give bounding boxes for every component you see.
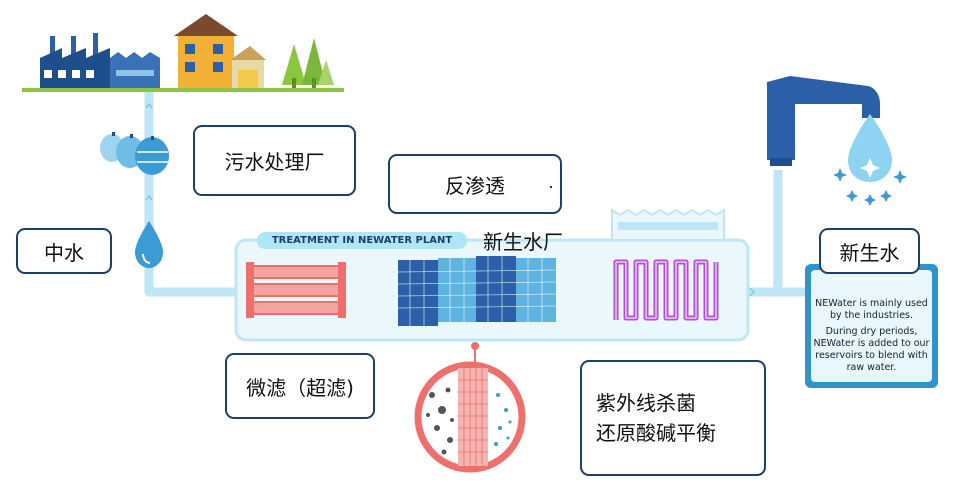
water-tanks-icon — [100, 132, 169, 175]
microfiltration-text: 微滤（超滤) — [246, 375, 354, 400]
faucet-icon — [767, 76, 880, 166]
tree-icons — [282, 38, 334, 88]
newater-label: 新生水 — [819, 228, 920, 274]
info-paragraph-1: NEWater is mainly used by the industries… — [815, 298, 928, 321]
info-paragraph-2: During dry periods, NEWater is added to … — [813, 326, 930, 373]
newater-text: 新生水 — [839, 240, 900, 265]
reclaimed-water-text: 中水 — [44, 240, 84, 265]
water-drop-icon — [135, 221, 163, 268]
newater-info-card: NEWater is mainly used by the industries… — [805, 264, 938, 388]
newater-plant-title: 新生水厂 — [483, 230, 563, 254]
uv-coil-icon — [613, 259, 719, 321]
uv-disinfection-text: 紫外线杀菌 — [596, 391, 696, 415]
newater-info-body: NEWater is mainly used by the industries… — [811, 270, 932, 382]
reverse-osmosis-text: 反渗透 — [445, 173, 505, 198]
microfiltration-label: 微滤（超滤) — [225, 353, 375, 419]
factory-icon — [40, 33, 160, 88]
reverse-osmosis-label: 反渗透 — [388, 154, 562, 214]
ph-balance-text: 还原酸碱平衡 — [596, 421, 716, 445]
ground-line — [22, 88, 344, 92]
filtration-closeup-icon — [414, 342, 526, 473]
uv-disinfection-label: 紫外线杀菌 还原酸碱平衡 — [580, 360, 766, 476]
reclaimed-water-label: 中水 — [16, 228, 112, 274]
treatment-banner: TREATMENT IN NEWATER PLANT — [257, 232, 467, 249]
sewage-plant-label: 污水处理厂 — [193, 125, 356, 196]
microfilter-icon — [246, 262, 346, 318]
plant-factory-icon — [611, 208, 725, 241]
stray-dot — [550, 186, 552, 188]
sewage-plant-text: 污水处理厂 — [224, 150, 325, 174]
reverse-osmosis-membranes-icon — [397, 256, 557, 326]
newater-drop-icon — [833, 114, 907, 206]
house-icon — [174, 14, 266, 88]
